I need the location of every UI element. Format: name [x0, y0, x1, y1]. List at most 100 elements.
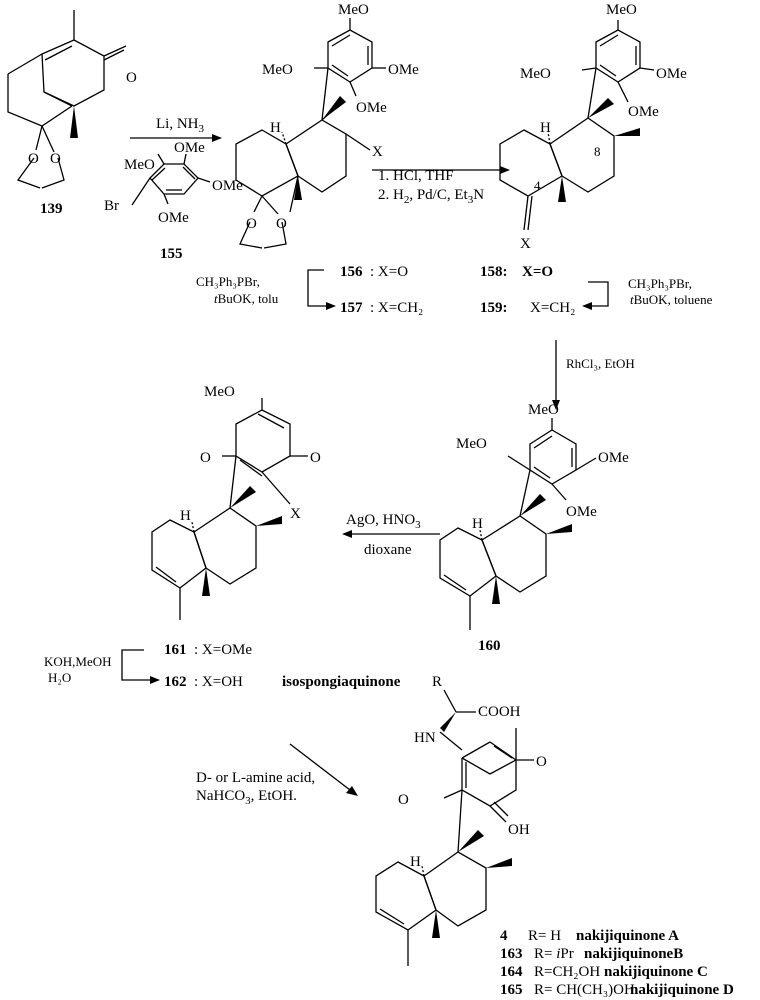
reagent-dioxane: dioxane — [364, 542, 412, 558]
compound-label-4: 4 — [500, 928, 508, 944]
reagent-ago-hno3: AgO, HNO3 — [346, 512, 421, 531]
compound-155-structure — [131, 153, 211, 206]
reagent-wittig-left-2: tBuOK, tolu — [214, 291, 279, 306]
ketal-oxygen-2: O — [50, 151, 61, 167]
quinone-oxygen-161-left: O — [200, 450, 211, 466]
compound-label-159: 159: — [480, 300, 508, 316]
reagent-h2o: H₂O — [48, 670, 71, 685]
label-163-r: R= iPr — [534, 946, 574, 962]
ome-156-bottom: OMe — [356, 100, 387, 116]
compound-label-164: 164 — [500, 964, 523, 980]
label-4-r: R= H — [528, 928, 561, 944]
reagent-wittig-left-1: CH₃Ph₃PBr, — [196, 274, 260, 289]
r-substituent: R — [432, 674, 442, 690]
arrow-ago-head — [342, 530, 352, 538]
reagent-amine-acid: D- or L-amine acid, — [196, 770, 315, 786]
compound-156-structure — [235, 18, 386, 249]
compound-139-structure — [7, 10, 127, 189]
ome-160-right: OMe — [598, 450, 629, 466]
label-159-desc: X=CH₂ — [530, 300, 575, 316]
compound-label-160: 160 — [478, 638, 501, 654]
meo-158-left: MeO — [520, 66, 551, 82]
arrow-amine-head — [346, 786, 358, 796]
label-163-name: nakijiquinoneB — [584, 946, 683, 962]
compound-label-162: 162 — [164, 674, 187, 690]
ketal-oxygen-156-1: O — [246, 216, 257, 232]
arrow-wittig-left — [307, 269, 326, 307]
reagent-rhcl3: RhCl₃, EtOH — [566, 356, 635, 371]
label-165-r: R= CH(CH₃)OH — [534, 982, 635, 998]
label-164-name: nakijiquinone C — [604, 964, 708, 980]
compound-label-158: 158: — [480, 264, 508, 280]
ome-155-top: OMe — [174, 140, 205, 156]
arrow-wittig-left-head — [326, 302, 336, 310]
x-substituent-158: X — [520, 236, 531, 252]
ketal-oxygen-156-2: O — [276, 216, 287, 232]
x-substituent-156: X — [372, 144, 383, 160]
position-4: 4 — [534, 178, 541, 193]
carboxylic-acid: COOH — [478, 704, 521, 720]
label-161-desc: : X=OMe — [194, 642, 252, 658]
label-164-r: R=CH₂OH — [534, 964, 600, 980]
label-157-desc: : X=CH₂ — [370, 300, 423, 316]
compound-label-161: 161 — [164, 642, 187, 658]
arrow-step1-head — [212, 134, 222, 142]
meo-161-top: MeO — [204, 384, 235, 400]
reagent-wittig-right-1: CH₃Ph₃PBr, — [628, 276, 692, 291]
bromine-atom: Br — [104, 198, 119, 214]
meo-155-left: MeO — [124, 157, 155, 173]
arrow-wittig-right — [588, 281, 609, 307]
compound-label-165: 165 — [500, 982, 523, 998]
meo-156-left: MeO — [262, 62, 293, 78]
label-4-name: nakijiquinone A — [576, 928, 679, 944]
label-156-desc: : X=O — [370, 264, 408, 280]
arrow-amine — [289, 743, 351, 791]
ome-155-right: OMe — [212, 178, 243, 194]
quinone-oxygen-right: O — [536, 754, 547, 770]
compound-161-structure — [151, 398, 308, 620]
ome-156-top: MeO — [338, 2, 369, 18]
compound-label-155: 155 — [160, 246, 183, 262]
label-162-desc: : X=OH — [194, 674, 243, 690]
compound-label-139: 139 — [40, 201, 63, 217]
label-158-desc: X=O — [522, 264, 553, 280]
compound-160-structure — [439, 418, 597, 630]
quinone-oxygen-161-right: O — [310, 450, 321, 466]
x-substituent-161: X — [290, 506, 301, 522]
nakijiquinone-structure — [375, 689, 534, 966]
ome-156-right: OMe — [388, 62, 419, 78]
amine-nh: HN — [414, 730, 436, 746]
quinone-oxygen-left: O — [398, 792, 409, 808]
compound-158-structure — [499, 20, 655, 231]
reagent-hcl-thf: 1. HCl, THF — [378, 168, 454, 184]
hydroxyl-group: OH — [508, 822, 530, 838]
hydrogen-160: H — [472, 516, 483, 532]
ome-158-bottom: OMe — [628, 104, 659, 120]
hydrogen-158: H — [540, 120, 551, 136]
hydrogen-161: H — [180, 508, 191, 524]
ome-158-right: OMe — [656, 66, 687, 82]
ketone-oxygen: O — [126, 70, 137, 86]
hydrogen-nakijiquinone: H — [410, 854, 421, 870]
ome-155-bottom: OMe — [158, 210, 189, 226]
compound-label-163: 163 — [500, 946, 523, 962]
position-8: 8 — [594, 144, 601, 159]
arrow-koh-head — [150, 676, 160, 684]
reagent-li-nh3: Li, NH3 — [156, 116, 205, 135]
reagent-nahco3: NaHCO3, EtOH. — [196, 788, 297, 807]
arrow-step2-head — [500, 166, 510, 174]
arrow-wittig-right-head — [582, 302, 592, 310]
compound-label-157: 157 — [340, 300, 363, 316]
ome-160-bottom: OMe — [566, 504, 597, 520]
meo-160-top: MeO — [528, 402, 559, 418]
hydrogen-156: H — [270, 120, 281, 136]
label-165-name: nakijiquinone D — [630, 982, 734, 998]
compound-label-156: 156 — [340, 264, 363, 280]
meo-160-left: MeO — [456, 436, 487, 452]
arrow-rhcl3-head — [552, 400, 560, 410]
ketal-oxygen-1: O — [28, 151, 39, 167]
reagent-h2-pdc: 2. H2, Pd/C, Et3N — [378, 187, 484, 206]
arrow-koh — [121, 649, 150, 681]
